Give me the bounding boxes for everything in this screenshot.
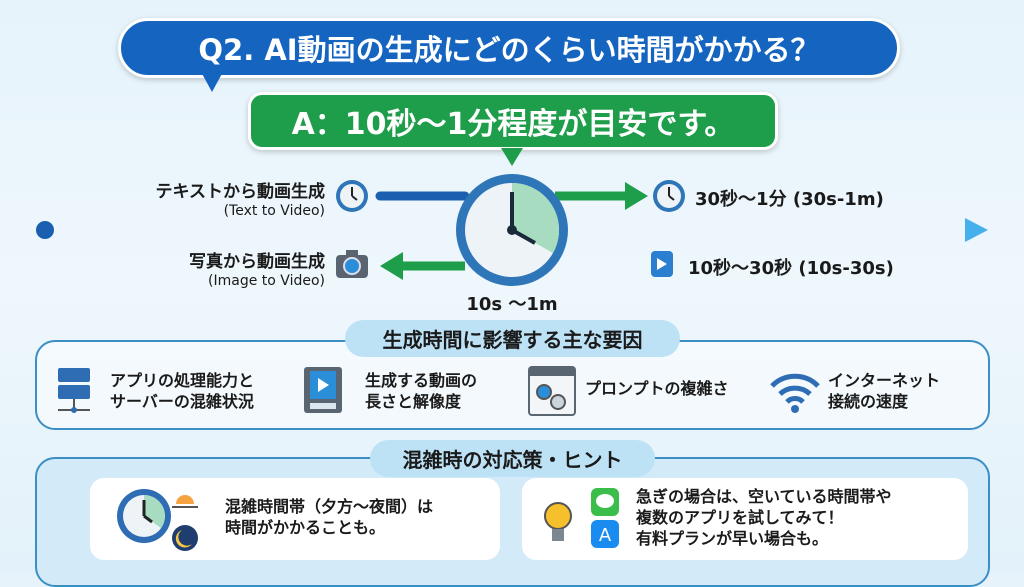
clock-icon	[653, 180, 685, 212]
image-to-video-sub: (Image to Video)	[208, 273, 325, 289]
answer-tail	[501, 148, 523, 166]
wifi-icon	[770, 373, 820, 413]
factor-text: 長さと解像度	[365, 392, 462, 411]
factors-panel	[35, 340, 990, 430]
video-player-icon	[304, 367, 342, 413]
app-store-glyph: A	[599, 525, 612, 546]
camera-icon	[336, 250, 368, 278]
factor-item: プロンプトの複雑さ	[585, 378, 729, 399]
tip-line: 複数のアプリを試してみて！	[636, 508, 844, 527]
timeline-arrowhead	[965, 218, 988, 242]
timeline-start-dot	[36, 221, 54, 239]
tip-line: 急ぎの場合は、空いている時間帯や	[636, 487, 892, 506]
question-tail	[200, 70, 224, 92]
clock-icon	[336, 180, 368, 212]
image-to-video-label: 写真から動画生成	[189, 252, 325, 272]
center-range-label: 10s 〜1m	[466, 294, 558, 315]
factor-item: アプリの処理能力とサーバーの混雑状況	[110, 370, 254, 412]
factor-text: プロンプトの複雑さ	[585, 379, 729, 398]
tip-line: 有料プランが早い場合も。	[636, 529, 829, 548]
clock-sun-moon-icon	[117, 489, 198, 551]
question-banner: Q2. AI動画の生成にどのくらい時間がかかる？	[118, 18, 900, 78]
server-icon	[58, 368, 90, 413]
tips-title: 混雑時の対応策・ヒント	[370, 440, 655, 477]
factor-text: インターネット	[828, 371, 941, 390]
answer-banner: A：10秒〜1分程度が目安です。	[248, 92, 778, 150]
text-to-video-sub: (Text to Video)	[223, 203, 325, 219]
tip-line: 時間がかかることも。	[225, 518, 386, 537]
factor-text: アプリの処理能力と	[110, 371, 255, 390]
image-to-video-result: 10秒〜30秒 (10s-30s)	[688, 258, 894, 279]
tip-text: 急ぎの場合は、空いている時間帯や複数のアプリを試してみて！ 有料プランが早い場合も…	[636, 486, 892, 549]
factor-item: インターネット接続の速度	[828, 370, 940, 412]
factor-item: 生成する動画の長さと解像度	[365, 370, 477, 412]
tip-line: 混雑時間帯（夕方〜夜間）は	[225, 497, 434, 516]
factor-text: サーバーの混雑状況	[110, 392, 254, 411]
text-to-video-result: 30秒〜1分 (30s-1m)	[695, 189, 884, 210]
main-clock-icon	[456, 174, 568, 286]
timeline-diagram	[36, 174, 988, 286]
gear-window-icon	[528, 366, 576, 416]
video-play-icon	[651, 251, 673, 277]
lightbulb-apps-icon: A	[544, 488, 619, 548]
tip-text: 混雑時間帯（夕方〜夜間）は時間がかかることも。	[225, 496, 433, 538]
text-to-video-label: テキストから動画生成	[155, 182, 326, 202]
factors-title: 生成時間に影響する主な要因	[345, 320, 680, 357]
factor-text: 生成する動画の	[365, 371, 478, 390]
factor-text: 接続の速度	[828, 392, 909, 411]
